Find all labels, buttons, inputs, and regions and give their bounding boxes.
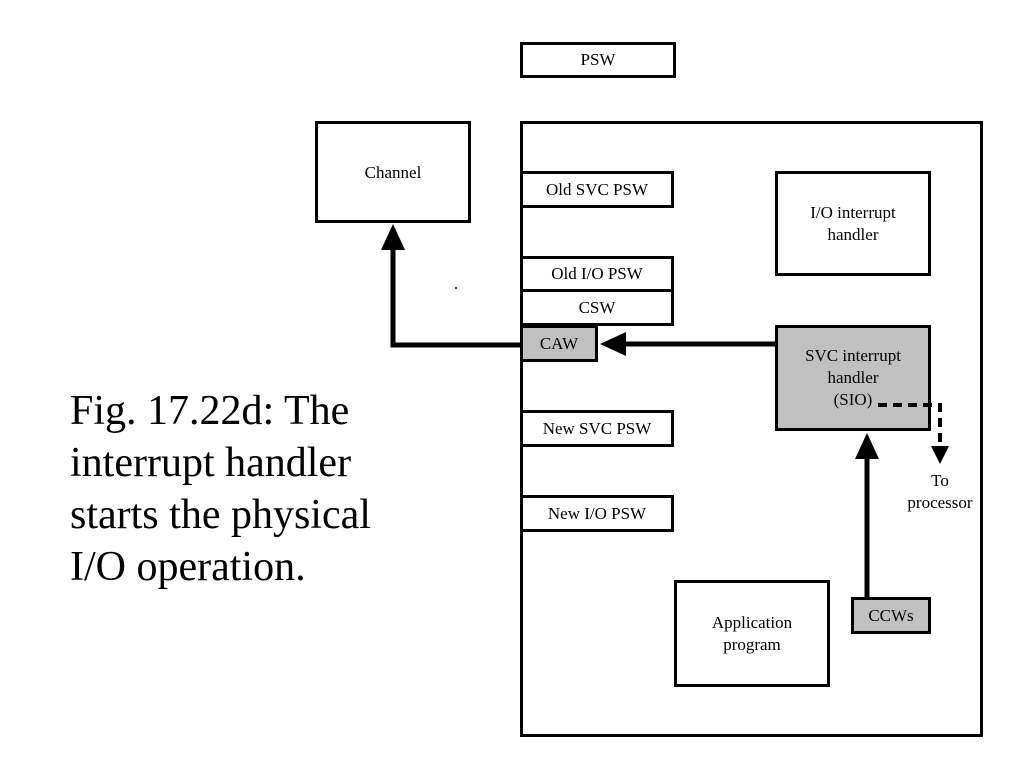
new-io-psw-slot: New I/O PSW	[520, 495, 674, 532]
new-svc-psw-label: New SVC PSW	[542, 418, 652, 438]
svc-interrupt-handler-label: SVC interrupt handler (SIO)	[805, 346, 901, 409]
io-interrupt-handler-label: I/O interrupt handler	[810, 202, 896, 244]
new-svc-psw-slot: New SVC PSW	[520, 410, 674, 447]
old-io-psw-label: Old I/O PSW	[551, 264, 643, 283]
channel-label: Channel	[364, 163, 422, 182]
caw-to-channel-arrow	[390, 240, 522, 348]
figure-caption: Fig. 17.22d: The interrupt handler start…	[70, 388, 371, 590]
psw-box: PSW	[520, 42, 676, 78]
svc-interrupt-handler-box: SVC interrupt handler (SIO)	[775, 325, 931, 431]
ccws-box: CCWs	[851, 597, 931, 634]
csw-label: CSW	[578, 297, 616, 317]
new-io-psw-label: New I/O PSW	[547, 503, 647, 523]
caw-slot: CAW	[520, 325, 598, 362]
old-io-psw-slot: Old I/O PSW	[520, 256, 674, 292]
csw-slot: CSW	[520, 289, 674, 326]
psw-label: PSW	[580, 50, 616, 69]
io-interrupt-handler-box: I/O interrupt handler	[775, 171, 931, 276]
stray-dot	[455, 287, 457, 289]
to-processor-label: To processor	[907, 471, 973, 512]
caw-to-channel-arrowhead	[381, 224, 405, 250]
application-program-label: Application program	[711, 612, 793, 654]
application-program-box: Application program	[674, 580, 830, 687]
old-svc-psw-slot: Old SVC PSW	[520, 171, 674, 208]
channel-box: Channel	[315, 121, 471, 223]
ccws-label: CCWs	[868, 605, 914, 625]
old-svc-psw-label: Old SVC PSW	[545, 179, 649, 199]
caw-label: CAW	[539, 333, 579, 353]
